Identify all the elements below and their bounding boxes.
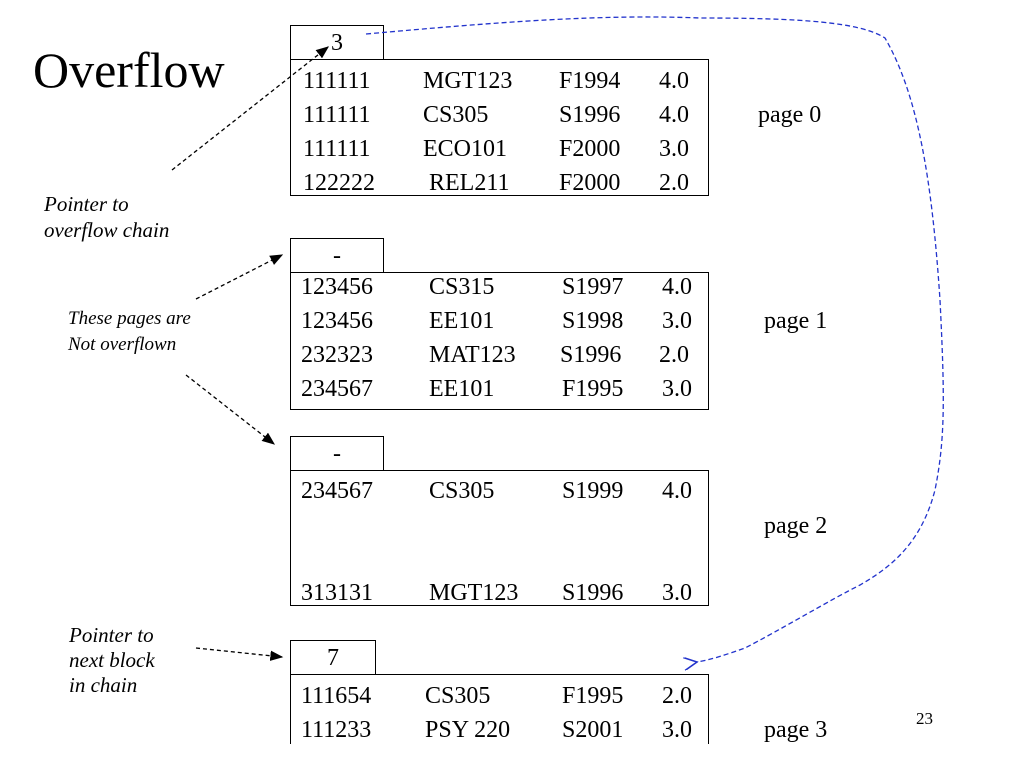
row-course: CS305 <box>429 478 495 504</box>
row-term: S1996 <box>562 580 624 606</box>
row-id: 111654 <box>301 683 372 709</box>
row-id: 111233 <box>301 717 372 743</box>
row-course: CS305 <box>425 683 491 709</box>
row-course: MAT123 <box>429 342 516 368</box>
note-line: Not overflown <box>68 334 177 355</box>
row-course: REL211 <box>429 170 510 196</box>
row-term: S1996 <box>559 102 621 128</box>
row-course: CS315 <box>429 274 495 300</box>
row-grade: 4.0 <box>659 102 689 128</box>
page-0-pointer: 3 <box>290 25 384 60</box>
row-course: EE101 <box>429 376 495 402</box>
row-course: MGT123 <box>429 580 519 606</box>
row-term: F1995 <box>562 683 624 709</box>
row-id: 234567 <box>301 376 373 402</box>
row-id: 313131 <box>301 580 373 606</box>
row-grade: 2.0 <box>659 170 689 196</box>
slide-number: 23 <box>916 709 933 728</box>
row-grade: 3.0 <box>662 308 692 334</box>
row-term: F2000 <box>559 170 621 196</box>
page-1-label: page 1 <box>764 308 828 334</box>
note-line: next block <box>69 648 155 672</box>
overflow-pointer-note: Pointer to overflow chain <box>44 191 169 243</box>
row-grade: 2.0 <box>662 683 692 709</box>
row-id: 111111 <box>303 102 371 128</box>
row-term: S1997 <box>562 274 624 300</box>
not-overflown-arrow-up <box>195 254 284 300</box>
page-2-pointer: - <box>290 436 384 471</box>
slide-title: Overflow <box>33 42 225 98</box>
note-line: overflow chain <box>44 218 170 242</box>
row-term: S1996 <box>560 342 622 368</box>
row-grade: 4.0 <box>662 478 692 504</box>
page-1-pointer: - <box>290 238 384 273</box>
note-line: in chain <box>69 673 138 697</box>
row-id: 122222 <box>303 170 375 196</box>
page-0-label: page 0 <box>758 102 822 128</box>
row-grade: 2.0 <box>659 342 689 368</box>
row-grade: 4.0 <box>659 68 689 94</box>
row-grade: 4.0 <box>662 274 692 300</box>
next-block-note: Pointer to next block in chain <box>69 623 155 698</box>
row-term: F1994 <box>559 68 621 94</box>
row-course: CS305 <box>423 102 489 128</box>
note-line: Pointer to <box>44 192 129 216</box>
row-course: MGT123 <box>423 68 513 94</box>
row-course: EE101 <box>429 308 495 334</box>
row-term: S2001 <box>562 717 624 743</box>
page-2-label: page 2 <box>764 513 828 539</box>
row-id: 123456 <box>301 308 373 334</box>
row-course: PSY 220 <box>425 717 511 743</box>
row-term: F1995 <box>562 376 624 402</box>
row-id: 111111 <box>303 136 371 162</box>
page-3-pointer: 7 <box>290 640 376 675</box>
row-id: 232323 <box>301 342 373 368</box>
row-course: ECO101 <box>423 136 507 162</box>
row-id: 234567 <box>301 478 373 504</box>
page-3-label: page 3 <box>764 717 828 743</box>
row-grade: 3.0 <box>662 376 692 402</box>
row-id: 123456 <box>301 274 373 300</box>
row-id: 111111 <box>303 68 371 94</box>
row-grade: 3.0 <box>662 580 692 606</box>
next-block-arrow <box>195 647 284 661</box>
row-grade: 3.0 <box>659 136 689 162</box>
row-grade: 3.0 <box>662 717 692 743</box>
page-3-box <box>290 674 709 744</box>
note-line: Pointer to <box>69 623 154 647</box>
not-overflown-note: These pages are Not overflown <box>68 306 191 358</box>
row-term: F2000 <box>559 136 621 162</box>
row-term: S1999 <box>562 478 624 504</box>
row-term: S1998 <box>562 308 624 334</box>
note-line: These pages are <box>68 308 191 329</box>
not-overflown-arrow-down <box>185 374 276 445</box>
